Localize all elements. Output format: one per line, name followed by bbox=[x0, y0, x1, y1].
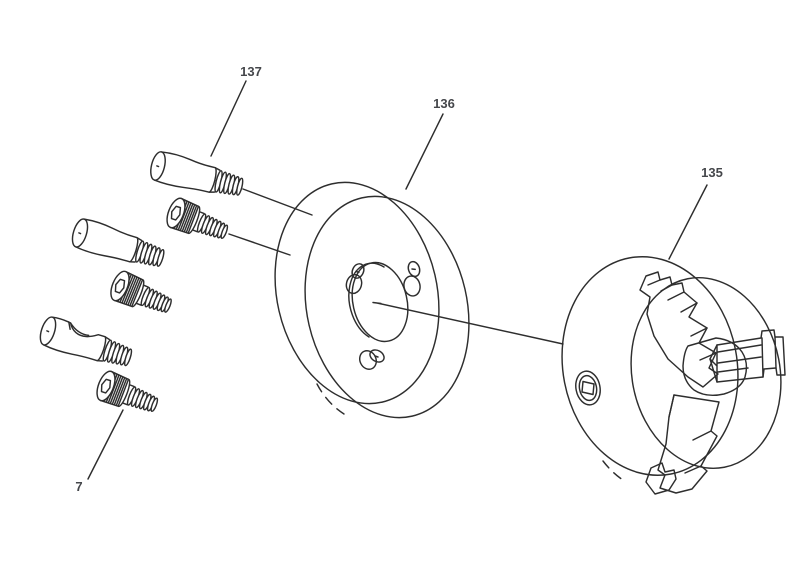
bore-inner-wall bbox=[348, 262, 385, 338]
plate-hidden-edge bbox=[316, 383, 345, 415]
keyhole-slot-upper-left bbox=[345, 263, 365, 295]
leader-line-137 bbox=[210, 80, 247, 157]
assembly-axis-line bbox=[372, 301, 564, 345]
plate-face bbox=[304, 195, 470, 419]
adapter-plate-136 bbox=[274, 181, 470, 419]
assembly-line-screw-to-plate bbox=[228, 233, 291, 256]
three-jaw-chuck-135 bbox=[561, 256, 786, 495]
chuck-jaw-right bbox=[709, 329, 786, 383]
leader-line-7 bbox=[87, 409, 124, 480]
callout-label-136: 136 bbox=[433, 96, 455, 111]
chuck-jaw-top bbox=[639, 271, 719, 388]
chuck-hidden-edge bbox=[602, 460, 627, 483]
leader-line-136 bbox=[405, 113, 444, 190]
cap-screw-middle bbox=[106, 268, 177, 322]
chuck-body bbox=[561, 256, 739, 476]
assembly-line-stud-to-plate bbox=[242, 188, 313, 216]
callout-label-7: 7 bbox=[75, 479, 82, 494]
cam-stud-lower bbox=[36, 313, 136, 374]
cap-screw-upper bbox=[162, 195, 233, 248]
plate-center-bore bbox=[351, 261, 409, 343]
stud-137 bbox=[147, 148, 247, 203]
chuck-face bbox=[630, 276, 782, 470]
cap-screw-7 bbox=[92, 368, 163, 421]
callout-label-137: 137 bbox=[240, 64, 262, 79]
chuck-key-socket bbox=[575, 370, 601, 406]
chuck-jaw-bottom bbox=[645, 394, 720, 495]
callout-label-135: 135 bbox=[701, 165, 723, 180]
chuck-center-boss bbox=[682, 337, 748, 397]
stud-middle bbox=[68, 215, 168, 274]
leader-line-135 bbox=[668, 184, 708, 260]
keyhole-slot-bottom bbox=[358, 349, 385, 370]
plate-rim bbox=[274, 181, 440, 405]
keyhole-slot-upper-right bbox=[403, 260, 421, 297]
